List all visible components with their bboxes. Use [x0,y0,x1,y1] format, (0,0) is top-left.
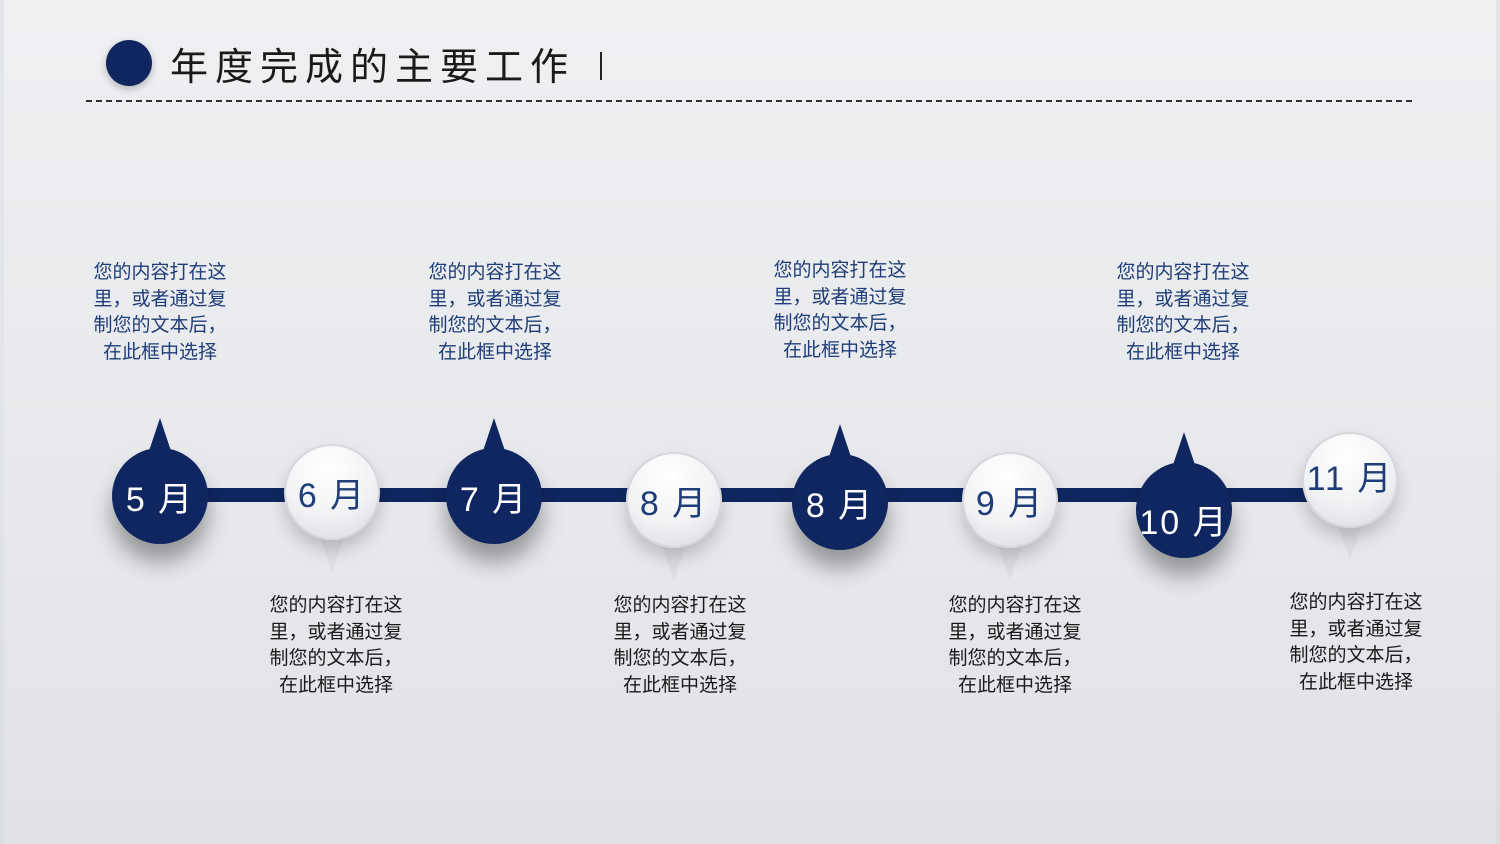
timeline-desc[interactable]: 您的内容打在这里，或者通过复制您的文本后，在此框中选择 [1116,261,1250,363]
month-label: 8 月 [805,486,875,525]
node-circle [112,448,208,544]
timeline-desc[interactable]: 您的内容打在这里，或者通过复制您的文本后，在此框中选择 [269,594,403,696]
timeline-desc[interactable]: 您的内容打在这里，或者通过复制您的文本后，在此框中选择 [948,594,1082,696]
timeline-node-november[interactable]: 11 月 [1302,432,1398,560]
node-circle [284,444,380,540]
node-circle [792,454,888,550]
timeline-node-september[interactable]: 9 月 [962,452,1058,580]
timeline-desc[interactable]: 您的内容打在这里，或者通过复制您的文本后，在此框中选择 [93,261,227,363]
timeline-desc[interactable]: 您的内容打在这里，或者通过复制您的文本后，在此框中选择 [613,594,747,696]
timeline-desc[interactable]: 您的内容打在这里，或者通过复制您的文本后，在此框中选择 [428,261,562,363]
timeline-node-august-2[interactable]: 8 月 [792,424,888,550]
slide-background [4,0,1496,844]
timeline-node-july[interactable]: 7 月 [446,418,542,544]
node-circle [962,452,1058,548]
month-label: 6 月 [297,476,367,515]
timeline-node-august-1[interactable]: 8 月 [626,452,722,580]
node-circle [446,448,542,544]
timeline-desc[interactable]: 您的内容打在这里，或者通过复制您的文本后，在此框中选择 [1289,591,1423,693]
text-cursor [600,52,602,80]
month-label: 9 月 [975,484,1045,523]
node-circle [1136,462,1232,558]
month-label: 5 月 [125,480,195,519]
title-bullet-icon [106,40,152,86]
timeline-node-may[interactable]: 5 月 [112,418,208,544]
timeline-desc[interactable]: 您的内容打在这里，或者通过复制您的文本后，在此框中选择 [773,259,907,361]
timeline-node-june[interactable]: 6 月 [284,444,380,572]
node-circle [626,452,722,548]
title-divider [86,100,1412,102]
month-label: 11 月 [1306,459,1394,498]
timeline-node-october[interactable]: 10 月 [1136,432,1232,558]
month-label: 7 月 [459,480,529,519]
node-circle [1302,432,1398,528]
slide-title[interactable]: 年度完成的主要工作 [170,45,576,89]
month-label: 8 月 [639,484,709,523]
month-label: 10 月 [1139,503,1229,542]
